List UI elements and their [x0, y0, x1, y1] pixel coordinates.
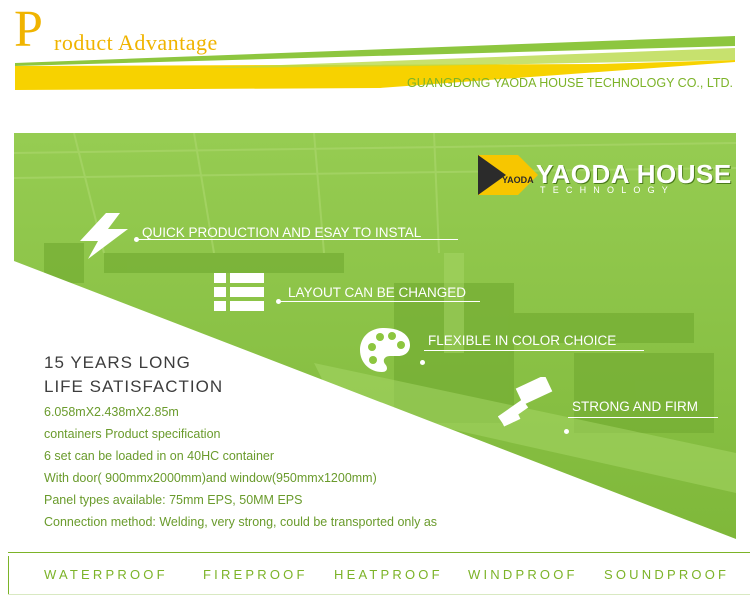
feature-dot	[564, 429, 569, 434]
keyword-fireproof: FIREPROOF	[203, 567, 308, 582]
spec-line: containers Product specification	[44, 427, 221, 441]
feature-dot	[420, 360, 425, 365]
spec-line: 6.058mX2.438mX2.85m	[44, 405, 179, 419]
feature-divider	[424, 350, 644, 351]
keyword-waterproof: WATERPROOF	[44, 567, 168, 582]
layout-grid-icon	[214, 273, 264, 311]
spec-line: Connection method: Welding, very strong,…	[44, 515, 438, 529]
lightning-icon	[80, 213, 128, 259]
spec-line: 6 set can be loaded in on 40HC container	[44, 449, 275, 463]
logo-subtitle: TECHNOLOGY	[540, 185, 676, 195]
footer-left-divider	[8, 556, 9, 594]
page-title-text: roduct Advantage	[54, 30, 218, 55]
keyword-soundproof: SOUNDPROOF	[604, 567, 730, 582]
logo-name: YAODA HOUSE	[536, 159, 732, 189]
feature-label: LAYOUT CAN BE CHANGED	[288, 285, 467, 300]
feature-dot	[134, 237, 139, 242]
header-stripes	[15, 36, 735, 90]
yaoda-logo: YAODA YAODA HOUSE TECHNOLOGY	[478, 155, 731, 195]
info-heading-line2: LIFE SATISFACTION	[44, 377, 224, 396]
company-name: GUANGDONG YAODA HOUSE TECHNOLOGY CO., LT…	[407, 76, 733, 90]
feature-divider	[280, 301, 480, 302]
product-banner: YAODA YAODA HOUSE TECHNOLOGY QUICK PRODU…	[14, 133, 736, 539]
logo-mark-text: YAODA	[502, 175, 534, 185]
feature-divider	[138, 239, 458, 240]
spec-line: Panel types available: 75mm EPS, 50MM EP…	[44, 493, 303, 507]
feature-label: QUICK PRODUCTION AND ESAY TO INSTAL	[142, 225, 422, 240]
keyword-heatproof: HEATPROOF	[334, 567, 443, 582]
product-info: 15 YEARS LONG LIFE SATISFACTION 6.058mX2…	[44, 351, 437, 533]
info-heading-line1: 15 YEARS LONG	[44, 353, 191, 372]
feature-label: STRONG AND FIRM	[572, 399, 699, 414]
footer-top-divider	[8, 552, 750, 553]
yaoda-logo-icon: YAODA	[478, 155, 538, 195]
palette-icon	[360, 328, 410, 372]
factory-background	[14, 133, 736, 539]
hammer-icon	[498, 377, 553, 427]
page-title-initial: P	[14, 1, 43, 58]
feature-label: FLEXIBLE IN COLOR CHOICE	[428, 333, 617, 348]
feature-dot	[276, 299, 281, 304]
feature-divider	[568, 417, 718, 418]
footer-bottom-divider	[8, 594, 750, 595]
keyword-windproof: WINDPROOF	[468, 567, 578, 582]
spec-line: With door( 900mmx2000mm)and window(950mm…	[44, 471, 377, 485]
